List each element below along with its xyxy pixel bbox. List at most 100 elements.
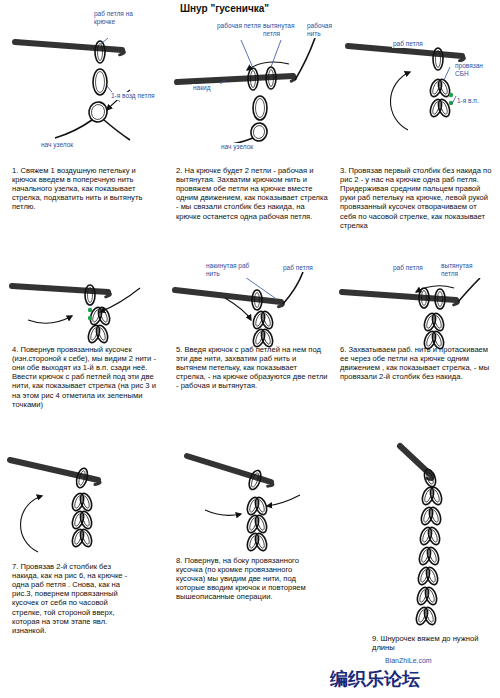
annotation: раб петля на крючке xyxy=(93,10,150,26)
yarn-loop-inner xyxy=(81,513,90,527)
yarn-loop xyxy=(253,96,267,120)
yarn-loop-inner xyxy=(433,315,442,329)
yarn-loop-inner xyxy=(98,44,103,61)
yarn-loop xyxy=(78,510,94,530)
yarn-loop xyxy=(423,586,439,606)
green-dot xyxy=(88,308,92,312)
yarn-loop xyxy=(78,492,94,512)
yarn-loop-inner xyxy=(433,333,442,347)
yarn-loop-inner xyxy=(425,609,434,623)
watermark: 编织乐论坛 xyxy=(330,669,490,691)
watermark: BianZhiLe.com xyxy=(385,657,475,665)
yarn-loop xyxy=(75,467,90,489)
leader-line xyxy=(271,40,281,67)
leader-line xyxy=(101,38,108,44)
annotation: 1-я возд петля xyxy=(110,92,160,100)
yarn-loop-inner xyxy=(251,71,256,88)
yarn-loop xyxy=(250,122,269,143)
yarn-loop xyxy=(436,98,452,118)
hook-tip xyxy=(268,482,273,486)
yarn-loop-inner xyxy=(256,499,265,513)
yarn-loop xyxy=(426,526,442,546)
yarn-loop xyxy=(253,514,269,534)
yarn-loop xyxy=(428,486,444,506)
panel-illustration xyxy=(348,46,464,130)
yarn-loop-inner xyxy=(438,292,443,307)
panel-illustration xyxy=(10,460,100,552)
yarn-loop-inner xyxy=(255,293,260,308)
yarn-thread xyxy=(55,120,92,138)
yarn-loop-inner xyxy=(250,472,260,488)
yarn-loop-inner xyxy=(256,517,265,531)
step-text: 1. Свяжем 1 воздушную петельку и крючок … xyxy=(12,166,160,212)
hook-tip xyxy=(106,292,111,297)
leader-line xyxy=(444,67,450,80)
yarn-loop-inner xyxy=(436,51,441,68)
green-dot xyxy=(449,93,453,97)
yarn-loop-inner xyxy=(256,99,265,118)
hook-tip xyxy=(95,480,100,484)
yarn-loop-inner xyxy=(439,81,448,95)
panel-illustration xyxy=(342,278,480,350)
hook-tip xyxy=(460,56,465,61)
step-text: 6. Захватываем раб. нить и протаскиваем … xyxy=(340,345,492,381)
yarn-loop-inner xyxy=(256,535,265,549)
direction-arrow xyxy=(225,298,251,320)
yarn-loop xyxy=(427,506,443,526)
step-text: 2. На крючке будет 2 петли - рабочая и в… xyxy=(176,166,328,221)
step-text: 8. Повернув, на боку провязанного кусочк… xyxy=(176,556,308,602)
yarn-loop xyxy=(252,290,262,310)
yarn-loop xyxy=(424,566,440,586)
yarn-loop-inner xyxy=(262,313,271,327)
yarn-loop-inner xyxy=(429,529,438,543)
green-dot xyxy=(88,316,92,320)
yarn-thread xyxy=(295,38,315,80)
leader-line xyxy=(241,40,253,68)
direction-arrow xyxy=(390,72,410,130)
yarn-thread xyxy=(283,272,303,304)
annotation: нач узелок xyxy=(40,141,92,149)
direction-arrow xyxy=(247,62,289,70)
direction-arrow xyxy=(416,286,454,292)
annotation: вытянутая петля xyxy=(262,22,306,38)
annotation: раб петля xyxy=(392,264,434,272)
step-text: 7. Провязав 2-й столбик без накида, как … xyxy=(12,562,130,635)
yarn-loop-inner xyxy=(81,531,90,545)
yarn-loop-inner xyxy=(439,101,448,115)
yarn-loop xyxy=(422,468,438,488)
yarn-loop xyxy=(247,469,263,491)
crochet-hook xyxy=(15,42,122,50)
yarn-loop xyxy=(253,496,269,516)
step-text: 9. Шнурочек вяжем до нужной длины xyxy=(372,634,492,652)
yarn-loop-inner xyxy=(430,509,439,523)
yarn-loop xyxy=(266,67,276,89)
direction-arrow xyxy=(21,496,42,552)
hook-tip xyxy=(454,300,459,305)
yarn-loop xyxy=(422,606,438,626)
direction-arrow xyxy=(205,510,241,515)
hook-tip xyxy=(120,50,125,55)
yarn-loop-inner xyxy=(96,72,105,93)
yarn-loop-inner xyxy=(426,589,435,603)
step-text: 4. Повернув провязанный кусочек (изн.сто… xyxy=(12,345,162,409)
panel-illustration xyxy=(177,38,315,144)
panel-illustration xyxy=(400,446,444,626)
yarn-loop-inner xyxy=(422,291,427,306)
step-text: 3. Провязав первый столбик без накида по… xyxy=(340,166,492,230)
annotation: вытянутая петля xyxy=(440,262,490,278)
direction-arrow xyxy=(100,288,140,312)
annotation: накид xyxy=(192,84,224,92)
panel-illustration xyxy=(15,38,130,140)
yarn-loop xyxy=(248,68,258,90)
step-text: 5. Введя крючок с раб петлей на нем под … xyxy=(176,345,328,391)
yarn-loop xyxy=(253,532,269,552)
yarn-loop-inner xyxy=(97,327,106,341)
yarn-loop xyxy=(433,48,443,70)
yarn-loop-inner xyxy=(252,125,265,140)
direction-arrow xyxy=(267,495,300,506)
annotation: раб петля xyxy=(392,40,436,48)
panel-illustration xyxy=(175,270,303,348)
yarn-loop xyxy=(96,306,112,326)
yarn-loop-inner xyxy=(431,489,440,503)
